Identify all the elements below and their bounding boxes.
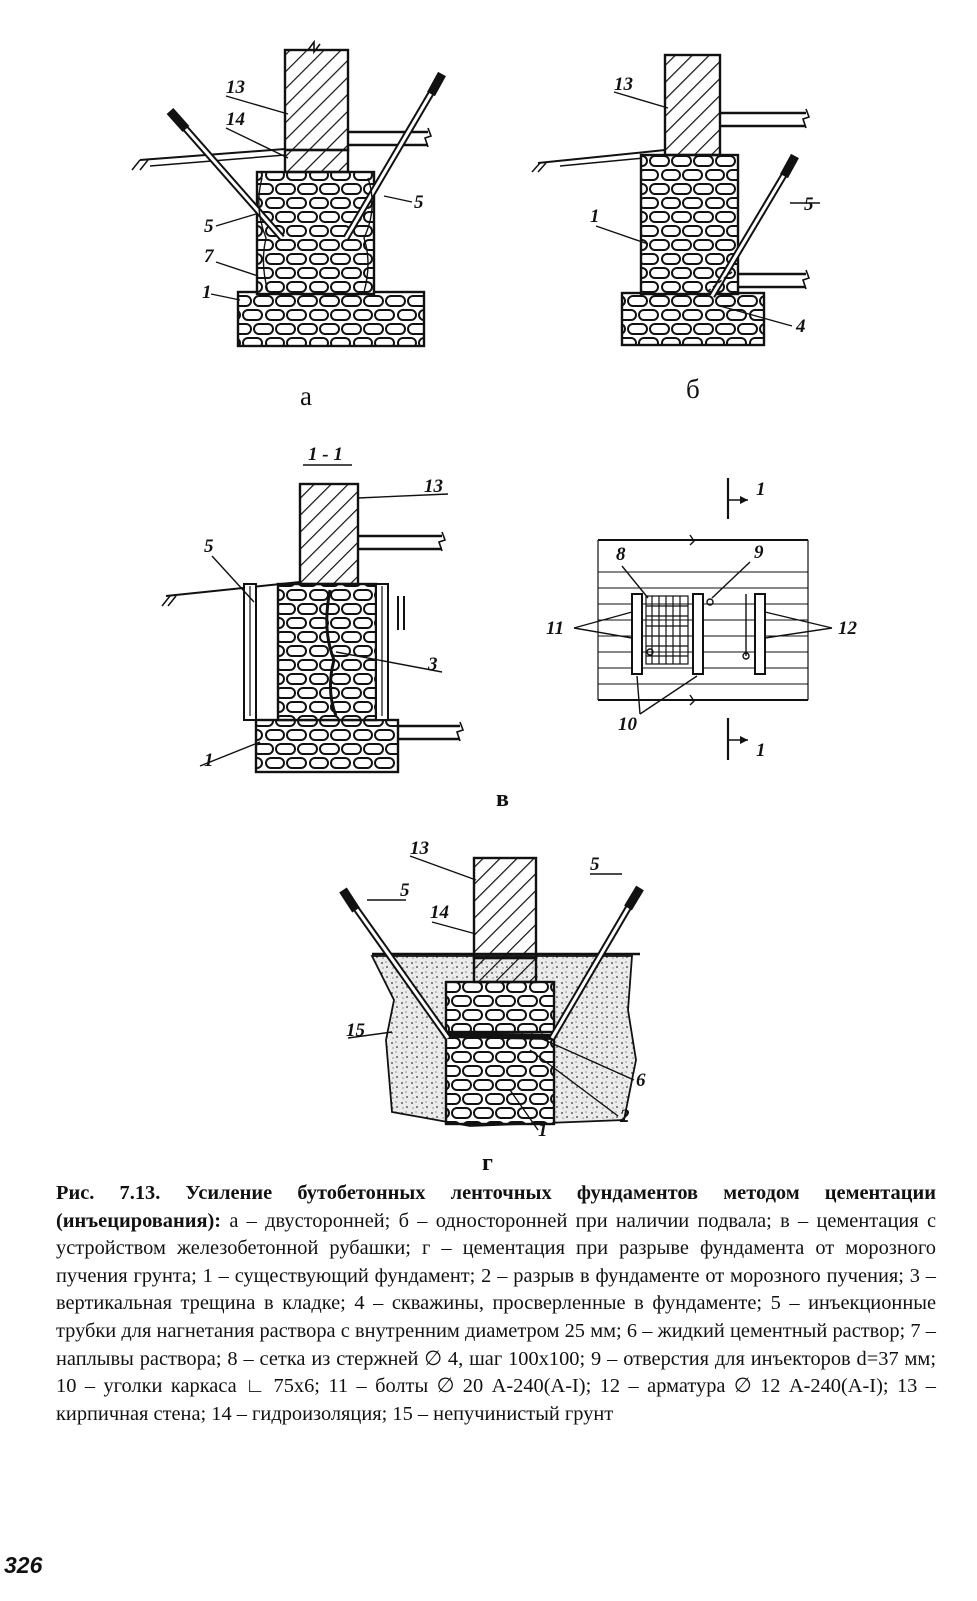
callout-b-4: 4 [795, 316, 806, 337]
callout-a-13: 13 [226, 77, 245, 98]
section-mark-top: 1 [756, 479, 766, 500]
callout-v-3: 3 [427, 654, 438, 675]
caption-body: а – двусторонней; б – односторонней при … [56, 1209, 936, 1425]
callout-a-5-right: 5 [414, 192, 424, 213]
callout-v-5: 5 [204, 536, 214, 557]
plan-view-drawing: 1 1 8 9 11 12 10 [546, 478, 858, 761]
figure-7-13: 13 14 5 5 7 1 а 13 5 1 4 б [131, 39, 858, 1175]
caption-title: Рис. 7.13. Усиление бутобетонных ленточн… [56, 1182, 936, 1232]
callout-b-5: 5 [804, 194, 814, 215]
page-number: 326 [4, 1552, 43, 1578]
panel-a-drawing: 13 14 5 5 7 1 а [131, 39, 446, 411]
callout-b-13: 13 [614, 74, 633, 95]
panel-label-a: а [300, 381, 312, 411]
callout-v-1: 1 [204, 750, 214, 771]
panel-label-v: в [496, 786, 509, 812]
callout-a-14: 14 [226, 109, 245, 130]
callout-a-7: 7 [204, 246, 215, 267]
panel-g-drawing: 13 5 5 14 15 6 2 1 г [339, 838, 646, 1175]
callout-g-2: 2 [619, 1106, 630, 1127]
callout-g-5-left: 5 [400, 880, 410, 901]
panel-b-drawing: 13 5 1 4 б [531, 53, 820, 404]
callout-a-5-left: 5 [204, 216, 214, 237]
callout-g-13: 13 [410, 838, 429, 859]
callout-plan-12: 12 [838, 618, 858, 639]
callout-plan-11: 11 [546, 618, 564, 639]
callout-plan-9: 9 [754, 542, 764, 563]
panel-label-b: б [686, 374, 700, 404]
callout-g-6: 6 [636, 1070, 646, 1091]
callout-g-1: 1 [538, 1120, 548, 1141]
section-label: 1 - 1 [308, 444, 343, 465]
panel-v-drawing: 1 - 1 13 5 3 1 в [161, 444, 509, 812]
callout-a-1: 1 [202, 282, 212, 303]
callout-b-1: 1 [590, 206, 600, 227]
callout-v-13: 13 [424, 476, 443, 497]
callout-g-5-right: 5 [590, 854, 600, 875]
section-mark-bottom: 1 [756, 740, 766, 761]
callout-g-14: 14 [430, 902, 449, 923]
figure-caption: Рис. 7.13. Усиление бутобетонных ленточн… [56, 1180, 936, 1428]
callout-g-15: 15 [346, 1020, 366, 1041]
callout-plan-8: 8 [616, 544, 626, 565]
panel-label-g: г [482, 1150, 493, 1175]
callout-plan-10: 10 [618, 714, 638, 735]
